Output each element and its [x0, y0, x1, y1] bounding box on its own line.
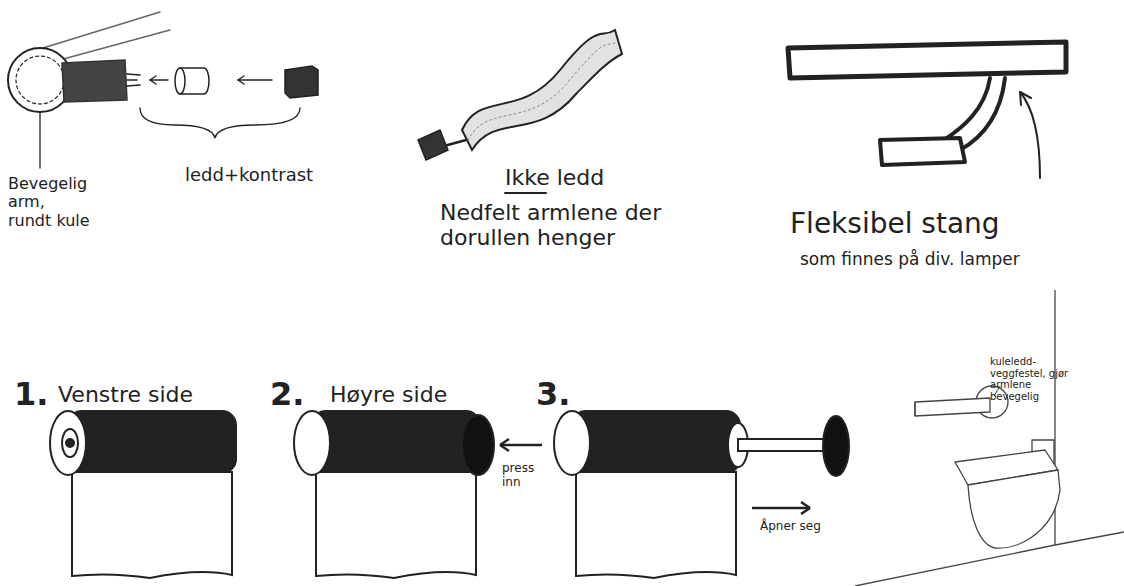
toilet-roll — [500, 439, 509, 451]
ball-joint-arm — [127, 74, 140, 75]
toilet-roll — [572, 411, 740, 473]
toilet-scene — [855, 290, 1124, 586]
ball-joint-arm — [30, 12, 160, 52]
toilet-scene — [855, 545, 1055, 586]
flexible-rod — [880, 138, 965, 165]
toilet-roll — [500, 444, 542, 447]
ball-joint-arm — [150, 76, 156, 84]
action-note: Åpner seg — [760, 520, 821, 534]
flexible-rod — [1020, 92, 1031, 105]
armrest-band — [462, 30, 622, 150]
action-note: press inn — [502, 462, 547, 490]
flexible-rod — [788, 42, 1066, 78]
toilet-roll — [312, 411, 480, 473]
concept-note: som finnes på div. lamper — [800, 250, 1020, 270]
toilet-roll — [316, 472, 476, 578]
toilet-roll — [50, 411, 236, 578]
toilet-roll — [294, 411, 330, 475]
step-number: 3. — [536, 376, 570, 413]
toilet-scene — [1055, 532, 1124, 545]
step-number: 2. — [270, 376, 304, 413]
ball-joint-arm — [140, 108, 300, 138]
armrest-band — [505, 192, 546, 194]
toilet-roll — [576, 472, 736, 578]
armrest-band — [418, 130, 448, 160]
toilet-roll — [66, 439, 74, 447]
ball-joint-arm — [285, 66, 318, 98]
toilet-roll — [801, 502, 810, 514]
flexible-rod — [788, 42, 1066, 178]
part-note: Bevegelig arm, rundt kule — [8, 175, 92, 230]
concept-note: Nedfelt armlene der dorullen henger — [440, 200, 675, 251]
flexible-rod — [960, 78, 1005, 150]
ball-joint-arm — [238, 76, 244, 84]
toilet-roll — [752, 507, 810, 510]
armrest-band — [418, 30, 622, 193]
toilet-roll — [823, 416, 849, 476]
ball-joint-arm — [175, 68, 185, 94]
ball-joint-arm — [16, 56, 64, 104]
toilet-roll — [554, 411, 849, 578]
ball-joint-arm — [150, 79, 168, 81]
toilet-scene — [914, 402, 915, 416]
toilet-scene — [915, 398, 990, 416]
concept-title: Fleksibel stang — [790, 208, 1000, 240]
toilet-scene — [968, 470, 1060, 548]
toilet-roll — [50, 411, 86, 475]
ball-joint-arm — [127, 85, 140, 86]
callout-note: kuleledd-veggfestel, gjør armlene bevege… — [990, 356, 1080, 402]
flexible-rod — [1020, 92, 1040, 178]
armrest-band — [468, 42, 618, 140]
ball-joint-arm — [127, 79, 137, 81]
armrest-band — [444, 140, 466, 146]
step-title: Venstre side — [58, 382, 193, 407]
ball-joint-arm — [39, 112, 40, 168]
ball-joint-arm — [8, 12, 318, 168]
ball-joint-arm — [238, 79, 272, 81]
toilet-roll — [62, 429, 78, 457]
toilet-roll — [554, 411, 590, 475]
part-note: ledd+kontrast — [185, 165, 313, 186]
toilet-roll — [72, 472, 232, 578]
concept-title: Ikke ledd — [505, 165, 604, 190]
step-number: 1. — [14, 376, 48, 413]
step-title: Høyre side — [330, 382, 447, 407]
toilet-roll — [68, 411, 236, 473]
toilet-roll — [294, 411, 542, 578]
toilet-roll — [738, 439, 830, 451]
ball-joint-arm — [62, 60, 127, 102]
toilet-roll — [462, 415, 494, 475]
